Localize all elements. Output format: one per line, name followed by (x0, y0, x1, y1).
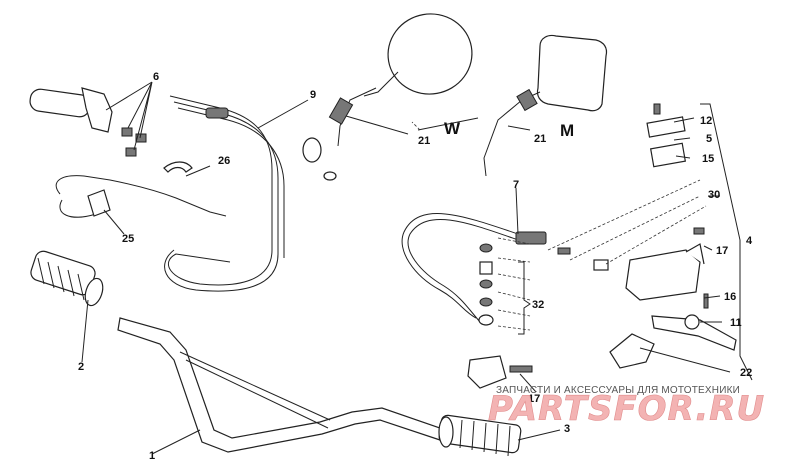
callout-15: 15 (702, 153, 714, 165)
mirror-m (483, 34, 608, 177)
callout-17-bracket: 17 (528, 393, 540, 405)
callout-4: 4 (746, 235, 753, 247)
hardware-stack (467, 243, 533, 389)
callout-5: 5 (706, 133, 712, 145)
throttle-assembly (29, 87, 147, 157)
variant-w-label: W (444, 119, 461, 138)
mirror-w (302, 13, 473, 181)
switch-harness (55, 161, 227, 218)
callout-12: 12 (700, 115, 712, 127)
callout-3: 3 (564, 423, 570, 435)
variant-m-label: M (560, 121, 574, 140)
watermark-brand: PARTSFOR.RU (488, 389, 765, 429)
watermark-tagline: ЗАПЧАСТИ И АКСЕССУАРЫ ДЛЯ МОТОТЕХНИКИ (496, 385, 740, 396)
callout-32: 32 (532, 299, 544, 311)
callout-21-w: 21 (418, 135, 430, 147)
callout-9: 9 (310, 89, 316, 101)
left-grip (30, 250, 104, 307)
callout-16: 16 (724, 291, 736, 303)
right-grip (438, 414, 522, 457)
clutch-cable (401, 213, 547, 323)
callout-26: 26 (218, 155, 230, 167)
throttle-cables (164, 95, 285, 292)
handlebar (117, 317, 441, 453)
callout-17-master: 17 (716, 245, 728, 257)
callout-11: 11 (730, 317, 742, 329)
callout-22: 22 (740, 367, 752, 379)
callout-7: 7 (513, 179, 519, 191)
callout-2: 2 (78, 361, 84, 373)
callout-21-m: 21 (534, 133, 546, 145)
callout-1: 1 (149, 450, 155, 462)
leader-lines (81, 81, 753, 455)
callout-30: 30 (708, 189, 720, 201)
brake-master-cylinder (557, 103, 737, 369)
callout-25: 25 (122, 233, 134, 245)
callout-6: 6 (153, 71, 159, 83)
